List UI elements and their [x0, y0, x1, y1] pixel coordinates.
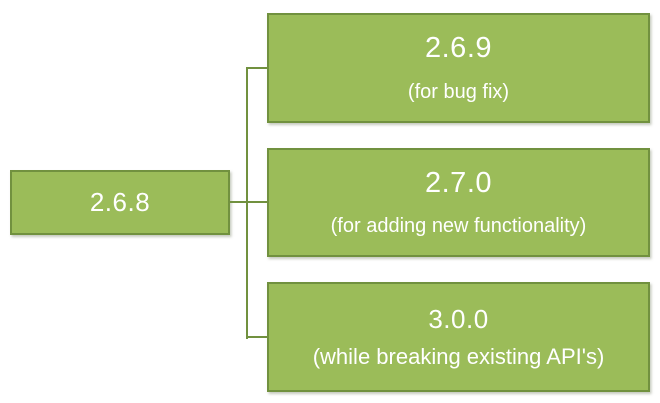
node-major-version-subtitle: (while breaking existing API's)	[312, 344, 605, 370]
connector-stub-bottom	[246, 336, 267, 338]
node-major-version: 3.0.0 (while breaking existing API's)	[267, 282, 650, 392]
node-bugfix-version-label: 2.6.9	[425, 32, 492, 65]
node-minor-version-label: 2.7.0	[425, 166, 492, 199]
connector-root-line	[228, 201, 248, 203]
node-root-version-label: 2.6.8	[89, 187, 151, 218]
connector-stub-middle	[246, 201, 267, 203]
node-major-version-label: 3.0.0	[428, 303, 489, 334]
connector-trunk	[246, 67, 248, 339]
connector-stub-top	[246, 67, 267, 69]
node-minor-version: 2.7.0 (for adding new functionality)	[267, 148, 650, 257]
node-bugfix-version: 2.6.9 (for bug fix)	[267, 13, 650, 123]
node-root-version: 2.6.8	[10, 170, 230, 235]
node-minor-version-subtitle: (for adding new functionality)	[330, 215, 587, 238]
node-bugfix-version-subtitle: (for bug fix)	[407, 80, 510, 103]
